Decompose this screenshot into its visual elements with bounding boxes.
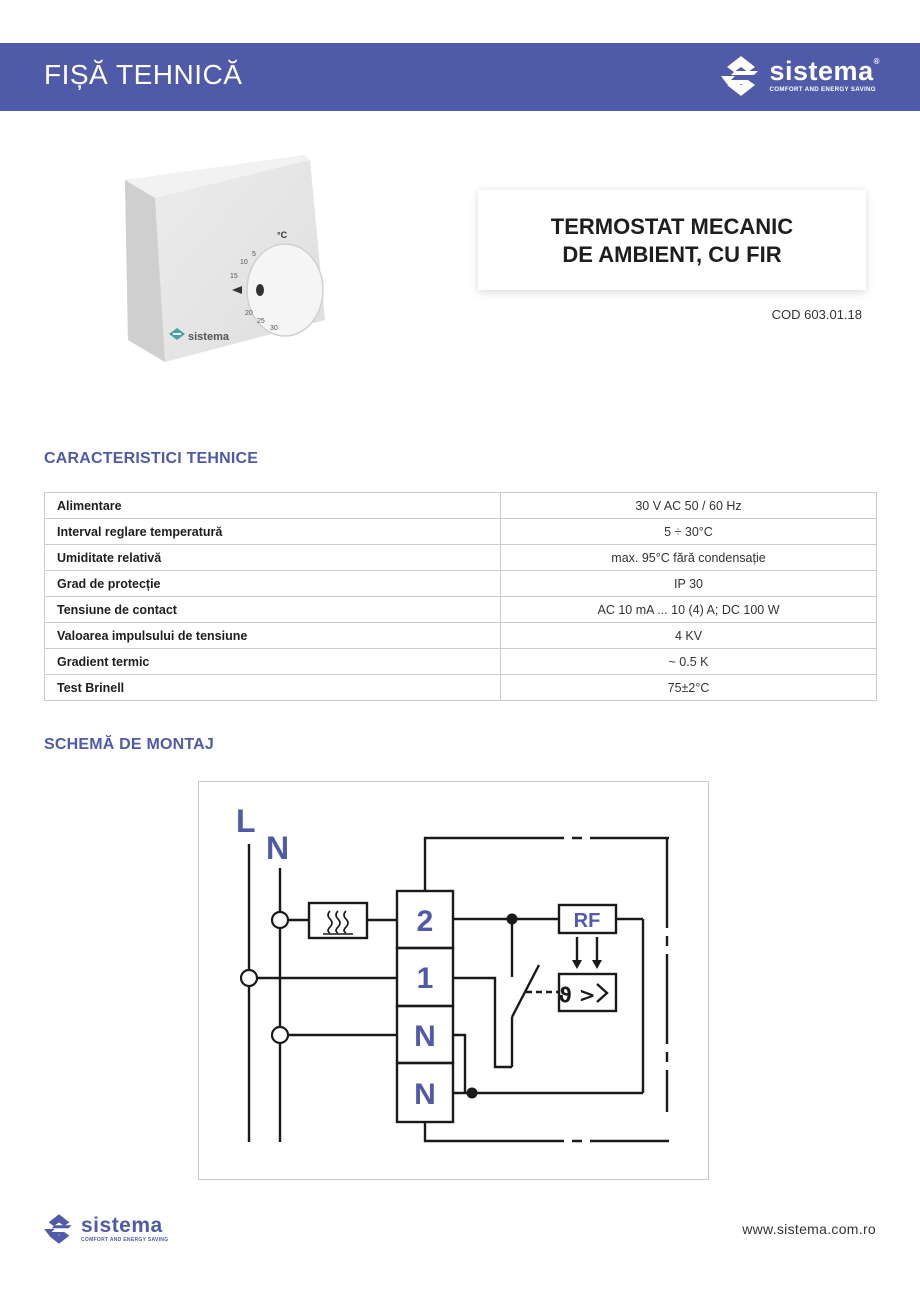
spec-label: Interval reglare temperatură [44, 518, 501, 545]
sistema-logo-icon [44, 1214, 72, 1244]
header-bar: FIȘĂ TEHNICĂ sistema® COMFORT AND ENERGY… [0, 43, 920, 111]
header-logo: sistema® COMFORT AND ENERGY SAVING [718, 55, 880, 97]
thermostat-product-image: °C 5 10 15 20 25 30 sistema [125, 155, 325, 362]
terminal-label: N [414, 1078, 436, 1111]
line-label: L [236, 803, 256, 839]
product-title-line2: DE AMBIENT, CU FIR [562, 242, 782, 267]
terminal-label: N [414, 1020, 436, 1053]
dial-mark: 20 [245, 310, 253, 317]
spec-value: AC 10 mA ... 10 (4) A; DC 100 W [500, 596, 877, 623]
wiring-diagram: L N 2 1 N N RF ϑ > [198, 781, 709, 1180]
spec-value: max. 95°C fără condensație [500, 544, 877, 571]
sensor-label: ϑ > [559, 983, 596, 1007]
dial-mark: 30 [270, 325, 278, 332]
indicator-arrow-icon [232, 286, 242, 294]
product-title-line1: TERMOSTAT MECANIC [550, 214, 794, 239]
website-link[interactable]: www.sistema.com.ro [742, 1221, 876, 1237]
dial-unit-label: °C [277, 230, 288, 240]
spec-label: Alimentare [44, 492, 501, 519]
spec-value: 75±2°C [500, 674, 877, 701]
brand-name: sistema® [769, 56, 880, 87]
spec-value: 30 V AC 50 / 60 Hz [500, 492, 877, 519]
neutral-label: N [266, 830, 289, 866]
dial-mark: 10 [240, 259, 248, 266]
terminal-label: 2 [417, 905, 434, 938]
brand-tagline: COMFORT AND ENERGY SAVING [769, 86, 876, 94]
dial-pointer-icon [256, 284, 264, 296]
dial-mark: 15 [230, 273, 238, 280]
spec-label: Valoarea impulsului de tensiune [44, 622, 501, 649]
dial-mark: 25 [257, 318, 265, 325]
product-code: COD 603.01.18 [771, 307, 862, 322]
rf-label: RF [574, 910, 601, 932]
footer-logo: sistema COMFORT AND ENERGY SAVING [42, 1213, 168, 1245]
temperature-dial [246, 243, 324, 337]
spec-value: 4 KV [500, 622, 877, 649]
page-title: FIȘĂ TEHNICĂ [44, 59, 243, 90]
table-row: Gradient termic~ 0.5 K [44, 648, 877, 675]
dial-mark: 5 [252, 251, 256, 258]
specs-section-title: CARACTERISTICI TEHNICE [44, 450, 259, 467]
footer-brand-name: sistema [81, 1214, 163, 1237]
product-logo-icon [169, 328, 185, 340]
wiring-diagram-svg: L N 2 1 N N RF ϑ > [236, 803, 669, 1143]
diagram-section-title: SCHEMĂ DE MONTAJ [44, 736, 215, 753]
product-title-card: TERMOSTAT MECANIC DE AMBIENT, CU FIR [478, 190, 866, 290]
spec-label: Test Brinell [44, 674, 501, 701]
spec-value: 5 ÷ 30°C [500, 518, 877, 545]
heater-icon [323, 910, 353, 935]
terminal-label: 1 [417, 962, 434, 995]
product-brand-label: sistema [188, 331, 230, 343]
spec-value: IP 30 [500, 570, 877, 597]
spec-label: Tensiune de contact [44, 596, 501, 623]
footer-brand-tagline: COMFORT AND ENERGY SAVING [81, 1237, 169, 1243]
spec-label: Grad de protecție [44, 570, 501, 597]
spec-label: Umiditate relativă [44, 544, 501, 571]
spec-value: ~ 0.5 K [500, 648, 877, 675]
spec-label: Gradient termic [44, 648, 501, 675]
sistema-logo-icon [720, 56, 758, 96]
